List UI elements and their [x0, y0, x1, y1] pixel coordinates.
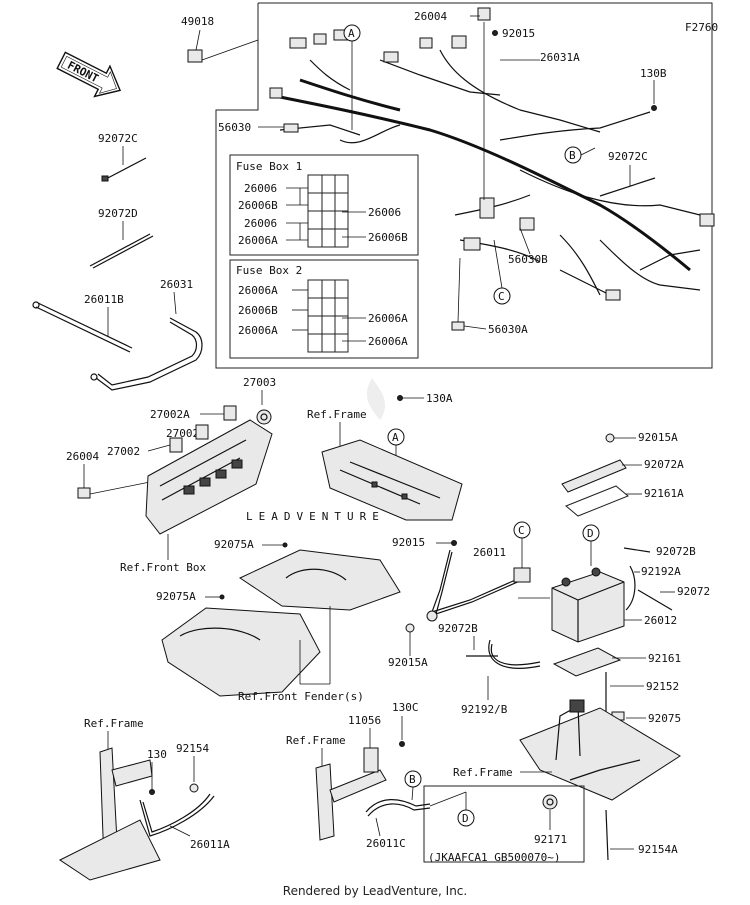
top-labels: 49018 26004 92015 26031A 130B 56030 A B …	[181, 10, 667, 336]
part-label-92154: 92154	[176, 742, 209, 755]
part-label-27003: 27003	[243, 376, 276, 389]
fuse-box-2-left-label-2: 26006B	[238, 304, 278, 317]
part-label-92072: 92072	[677, 585, 710, 598]
connector-49018	[187, 49, 203, 63]
fuse-box-2-right-label-2: 26006A	[368, 335, 408, 348]
part-label-92075: 92075	[648, 712, 681, 725]
fuse-box-1-left-label-2: 26006B	[238, 199, 278, 212]
fuse-box-1-left-label-4: 26006A	[238, 234, 278, 247]
part-label-26004-top: 26004	[414, 10, 447, 23]
part-label-11056: 11056	[348, 714, 381, 727]
part-label-92192A: 92192A	[641, 565, 681, 578]
fuse-box-2-left-label-3: 26006A	[238, 324, 278, 337]
part-label-92072B-right: 92072B	[656, 545, 696, 558]
part-label-92075A-2: 92075A	[156, 590, 196, 603]
frame-crossmember: Ref.Frame 130A A	[307, 392, 463, 521]
watermark: LEADVENTURE	[246, 378, 386, 523]
ref-front-box: Ref.Front Box	[120, 561, 206, 574]
part-label-92192B: 92192/B	[461, 703, 508, 716]
fuse-box-1-right-label-2: 26006B	[368, 231, 408, 244]
front-arrow-icon: FRONT	[56, 51, 122, 98]
part-label-92072D: 92072D	[98, 207, 138, 220]
callout-d-mid-letter: D	[587, 527, 594, 540]
part-label-92171: 92171	[534, 833, 567, 846]
callout-a-top-letter: A	[348, 27, 355, 40]
ref-front-fenders: Ref.Front Fender(s)	[238, 690, 364, 703]
figure-code: F2760	[685, 21, 718, 34]
ref-frame-bl: Ref.Frame	[84, 717, 144, 730]
serial-note: (JKAAFCA1 GB500070~)	[428, 851, 560, 864]
part-label-92072C-left: 92072C	[98, 132, 138, 145]
part-label-26011C: 26011C	[366, 837, 406, 850]
part-label-56030: 56030	[218, 121, 251, 134]
ref-frame-br: Ref.Frame	[453, 766, 513, 779]
front-fenders: 92075A 92075A Ref.Front Fender(s)	[156, 538, 401, 703]
part-label-27002-1: 27002	[166, 427, 199, 440]
battery-cables: 92015 C 26011 92015A	[388, 521, 550, 669]
fuse-box-2-left-label-1: 26006A	[238, 284, 278, 297]
callout-a-mid-letter: A	[392, 431, 399, 444]
part-label-27002A: 27002A	[150, 408, 190, 421]
part-label-56030A: 56030A	[488, 323, 528, 336]
part-label-130A: 130A	[426, 392, 453, 405]
fuse-box-1-right-label-1: 26006	[368, 206, 401, 219]
watermark-text: LEADVENTURE	[246, 510, 385, 523]
part-label-92015-mid: 92015	[392, 536, 425, 549]
part-label-26004-left: 26004	[66, 450, 99, 463]
part-label-49018: 49018	[181, 15, 214, 28]
ref-frame-bm: Ref.Frame	[286, 734, 346, 747]
part-label-92075A-1: 92075A	[214, 538, 254, 551]
part-label-92154A: 92154A	[638, 843, 678, 856]
fuse-box-2: Fuse Box 2 26006A 26006B 26006A 26006A 2…	[229, 259, 419, 359]
left-side-parts: 92072C 92072D 26011B 26031	[32, 132, 203, 391]
part-label-130C: 130C	[392, 701, 419, 714]
footer-credit: Rendered by LeadVenture, Inc.	[282, 884, 468, 898]
part-label-56030B: 56030B	[508, 253, 548, 266]
fuse-box-2-title: Fuse Box 2	[236, 264, 302, 277]
ref-frame-top: Ref.Frame	[307, 408, 367, 421]
part-label-26011: 26011	[473, 546, 506, 559]
bottom-left-frame: Ref.Frame 130 92154 26011A	[59, 717, 230, 881]
part-label-92152: 92152	[646, 680, 679, 693]
part-label-26031: 26031	[160, 278, 193, 291]
part-label-26011B: 26011B	[84, 293, 124, 306]
battery-assembly: 92015A 92072A 92161A D 92072B 92192A 920…	[423, 431, 710, 864]
part-label-130B: 130B	[640, 67, 667, 80]
callout-b-top-letter: B	[569, 149, 576, 162]
part-label-26012: 26012	[644, 614, 677, 627]
callout-c-top-letter: C	[498, 290, 505, 303]
part-label-92161: 92161	[648, 652, 681, 665]
fuse-box-1: Fuse Box 1 26006 26006B 26006 26006A 260…	[229, 154, 419, 256]
part-label-92161A: 92161A	[644, 487, 684, 500]
part-label-27002-2: 27002	[107, 445, 140, 458]
callout-b-bottom-letter: B	[409, 773, 416, 786]
part-label-92015A-top: 92015A	[638, 431, 678, 444]
part-label-130: 130	[147, 748, 167, 761]
part-label-92072B-mid: 92072B	[438, 622, 478, 635]
front-box-panel: 27003 27002A 27002 27002 26004 Ref.Front…	[66, 376, 276, 574]
part-label-26031A: 26031A	[540, 51, 580, 64]
bottom-middle-frame: Ref.Frame 11056 130C B 26011C D	[286, 701, 475, 850]
main-wiring-harness	[269, 7, 715, 301]
part-label-26011A: 26011A	[190, 838, 230, 851]
fuse-box-1-title: Fuse Box 1	[236, 160, 302, 173]
callout-c-mid-letter: C	[518, 524, 525, 537]
fuse-box-1-left-label-3: 26006	[244, 217, 277, 230]
fuse-box-2-right-label-1: 26006A	[368, 312, 408, 325]
part-label-92015-top: 92015	[502, 27, 535, 40]
part-label-92015A-bot: 92015A	[388, 656, 428, 669]
harness-group-outline	[215, 2, 713, 369]
part-label-92072A: 92072A	[644, 458, 684, 471]
part-label-92072C-right: 92072C	[608, 150, 648, 163]
callout-d-bottom-letter: D	[462, 812, 469, 825]
fuse-box-1-left-label-1: 26006	[244, 182, 277, 195]
